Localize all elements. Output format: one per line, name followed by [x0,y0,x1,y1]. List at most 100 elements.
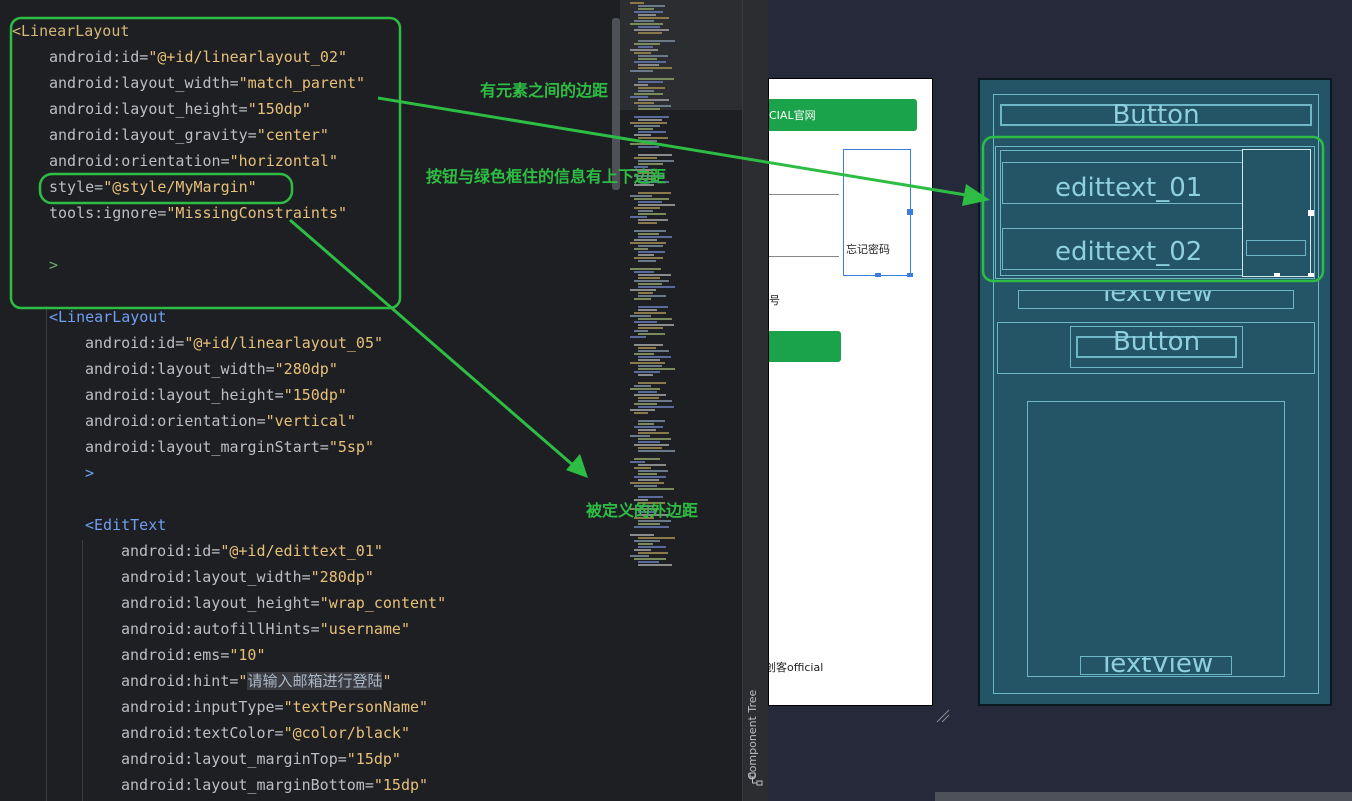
code-line[interactable]: > [49,252,58,278]
blueprint-button-top-label: Button [1112,100,1200,130]
preview-login-button[interactable] [769,331,841,362]
minimap-line [634,412,648,414]
code-line[interactable]: tools:ignore="MissingConstraints" [49,200,347,226]
minimap-line [634,11,663,13]
minimap-line [634,61,666,63]
xml-attribute: android:inputType= [121,698,284,716]
code-line[interactable]: style="@style/MyMargin" [49,174,257,200]
annotation-arrow-spacing [377,96,973,198]
annotation-defined-margin-text: 被定义的外边距 [586,501,699,520]
selection-handle[interactable] [907,273,913,277]
minimap-line [634,353,654,355]
code-line[interactable]: android:hint="请输入邮箱进行登陆" [121,668,391,694]
code-line[interactable]: android:textColor="@color/black" [121,720,410,746]
code-line[interactable]: android:layout_marginStart="5sp" [85,434,374,460]
minimap-line [634,458,660,460]
minimap-line [634,207,660,209]
code-minimap[interactable] [620,0,742,801]
resize-handle-icon[interactable] [935,708,951,724]
selection-handle[interactable] [875,273,881,277]
minimap-line [638,365,662,367]
minimap-line [638,210,653,212]
blueprint-root-layout[interactable] [993,94,1319,694]
blueprint-linearlayout-02[interactable] [995,146,1315,279]
code-line[interactable]: android:autofillHints="username" [121,616,410,642]
code-line[interactable]: android:id="@+id/linearlayout_02" [49,44,347,70]
selection-handle[interactable] [1308,273,1314,277]
blueprint-button-2-inner [1076,336,1237,358]
minimap-line [638,447,662,449]
code-line[interactable]: android:layout_width="280dp" [121,564,374,590]
minimap-line [638,277,660,279]
xml-attribute: android:orientation= [85,412,266,430]
code-line[interactable]: android:layout_height="150dp" [85,382,347,408]
minimap-line [638,163,663,165]
minimap-line [634,526,669,528]
selection-handle[interactable] [1308,210,1314,216]
code-line[interactable]: android:layout_height="wrap_content" [121,590,446,616]
minimap-line [638,251,665,253]
annotation-box-style [38,172,294,205]
code-line[interactable]: android:orientation="vertical" [85,408,356,434]
minimap-line [634,257,663,259]
selection-handle[interactable] [907,209,913,215]
minimap-line [638,514,669,516]
minimap-line [638,488,674,490]
xml-attribute: android:hint= [121,672,239,690]
code-line[interactable]: android:layout_marginTop="15dp" [121,746,401,772]
preview-header-text: CIAL官网 [769,109,816,122]
blueprint-bottom-layout[interactable] [1027,401,1285,677]
xml-value: "textPersonName" [283,698,429,716]
code-line[interactable]: <EditText [85,512,166,538]
design-horizontal-scrollbar[interactable] [935,792,1352,801]
blueprint-textview-1[interactable]: TextView [1018,290,1294,309]
preview-footer-text: 创客official [768,661,824,674]
code-line[interactable]: android:layout_width="280dp" [85,356,338,382]
minimap-line [638,400,672,402]
blueprint-side-small-box[interactable] [1246,240,1306,256]
component-tree-strip[interactable] [742,0,769,801]
blueprint-button-2[interactable]: Button [1070,326,1243,368]
minimap-line [630,195,652,197]
code-line[interactable]: android:layout_gravity="center" [49,122,329,148]
minimap-line [634,271,654,273]
blueprint-textview-2[interactable]: TextView [1080,656,1232,675]
minimap-line [638,295,666,297]
selection-handle[interactable] [1274,273,1280,277]
blueprint-view[interactable]: Button edittext_01 edittext_02 TextView … [978,78,1332,706]
code-line[interactable]: android:inputType="textPersonName" [121,694,428,720]
minimap-line [638,260,656,262]
blueprint-edittext-02[interactable]: edittext_02 [1002,228,1243,270]
blueprint-edittext-01[interactable]: edittext_01 [1002,162,1243,204]
preview-forgot-password[interactable]: 忘记密码 [846,243,890,256]
code-line[interactable]: android:layout_width="match_parent" [49,70,365,96]
code-line[interactable]: android:ems="10" [121,642,266,668]
code-line[interactable]: android:orientation="horizontal" [49,148,338,174]
code-line[interactable]: > [85,460,94,486]
xml-value: "MissingConstraints" [166,204,348,222]
annotation-arrow-margin [289,218,575,468]
code-line[interactable]: android:id="@+id/edittext_01" [121,538,383,564]
minimap-line [638,178,656,180]
code-line[interactable]: <LinearLayout [12,18,129,44]
minimap-line [638,5,665,7]
minimap-line [638,537,675,539]
phone-preview[interactable]: CIAL官网 忘记密码 号 创客official [768,78,933,706]
indent-guide [82,540,83,801]
minimap-line [638,523,660,525]
minimap-line [638,90,654,92]
blueprint-button-layout[interactable] [997,322,1315,374]
code-line[interactable]: <LinearLayout [49,304,166,330]
blueprint-button-top[interactable]: Button [1000,100,1312,130]
minimap-line [638,429,656,431]
code-line[interactable]: android:layout_height="150dp" [49,96,311,122]
code-line[interactable]: android:id="@+id/linearlayout_05" [85,330,383,356]
preview-input-underline [769,256,839,257]
minimap-line [630,461,645,463]
component-tree-icon[interactable] [749,772,763,786]
editor-scrollbar[interactable] [612,18,620,190]
minimap-line [638,306,668,308]
xml-value: "@+id/linearlayout_05" [184,334,384,352]
code-line[interactable]: android:layout_marginBottom="15dp" [121,772,428,798]
